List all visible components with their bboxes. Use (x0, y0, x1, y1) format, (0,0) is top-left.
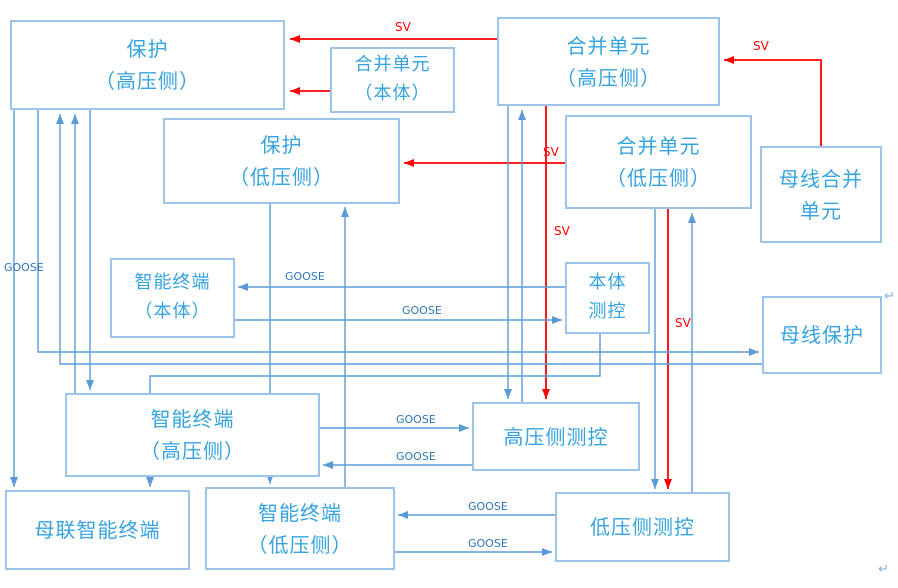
goose-edge-label: GOOSE (4, 261, 44, 274)
goose-edge-label: GOOSE (285, 270, 325, 283)
box-label: （高压侧） (556, 65, 661, 90)
goose-arrows-group (10, 106, 762, 556)
box-label: 本体 (588, 272, 627, 294)
box-label: 合并单元 (616, 134, 701, 158)
sv-edge-label: SV (395, 20, 411, 34)
goose-edge-label: GOOSE (396, 450, 436, 463)
box-intelligent-terminal-body: 智能终端 （本体） (110, 258, 235, 338)
box-label: 智能终端 (134, 272, 211, 294)
box-bus-protection: 母线保护 (762, 296, 882, 374)
box-merging-unit-hv: 合并单元 （高压侧） (497, 17, 720, 106)
sv-edge-label: SV (554, 224, 570, 238)
box-label: 母线保护 (780, 323, 864, 347)
sv-arrow-busmu-to-muhv (724, 56, 822, 146)
box-lv-side-measure-control: 低压侧测控 (555, 492, 730, 562)
sv-arrows-group (290, 35, 822, 489)
box-intelligent-terminal-lv: 智能终端 （低压侧） (205, 487, 395, 570)
box-label: 保护 (260, 133, 303, 157)
box-hv-side-measure-control: 高压侧测控 (472, 402, 640, 471)
goose-edge-label: GOOSE (402, 304, 442, 317)
box-label: 测控 (588, 301, 627, 322)
box-body-measure-control: 本体 测控 (565, 262, 650, 334)
paragraph-return-mark: ↵ (878, 562, 889, 577)
box-label: 母线合并 (779, 166, 863, 191)
box-bus-merging-unit: 母线合并 单元 (760, 146, 882, 243)
box-label: 合并单元 (566, 33, 651, 58)
box-label: 单元 (800, 198, 842, 223)
box-label: 智能终端 (258, 500, 342, 525)
box-label: 合并单元 (354, 54, 431, 76)
box-label: （本体） (354, 83, 431, 104)
box-label: 保护 (126, 37, 169, 61)
goose-prothv-to-busprot (37, 110, 759, 356)
box-label: 高压侧测控 (503, 424, 609, 449)
box-label: （低压侧） (606, 166, 711, 190)
box-label: （低压侧） (229, 165, 334, 189)
box-label: （高压侧） (140, 439, 245, 463)
box-label: （低压侧） (247, 532, 353, 557)
sv-edge-label: SV (675, 316, 691, 330)
goose-edge-label: GOOSE (468, 500, 508, 513)
box-protection-hv: 保护 （高压侧） (10, 20, 285, 110)
sv-edge-label: SV (753, 39, 769, 53)
box-label: 智能终端 (150, 407, 235, 431)
box-protection-lv: 保护 （低压侧） (163, 118, 400, 204)
box-merging-unit-body: 合并单元 （本体） (330, 47, 455, 113)
goose-edge-label: GOOSE (396, 413, 436, 426)
box-label: 母联智能终端 (34, 518, 161, 542)
box-label: （本体） (134, 301, 211, 322)
box-bus-coupler-intelligent-terminal: 母联智能终端 (5, 490, 190, 570)
goose-busprot-to-prothv (56, 114, 762, 365)
goose-edge-label: GOOSE (468, 537, 508, 550)
box-label: （高压侧） (95, 69, 200, 93)
box-label: 低压侧测控 (590, 515, 695, 539)
paragraph-return-mark: ↵ (884, 289, 895, 304)
box-intelligent-terminal-hv: 智能终端 （高压侧） (65, 393, 320, 477)
sv-edge-label: SV (543, 145, 559, 159)
box-merging-unit-lv: 合并单元 （低压侧） (565, 115, 752, 209)
